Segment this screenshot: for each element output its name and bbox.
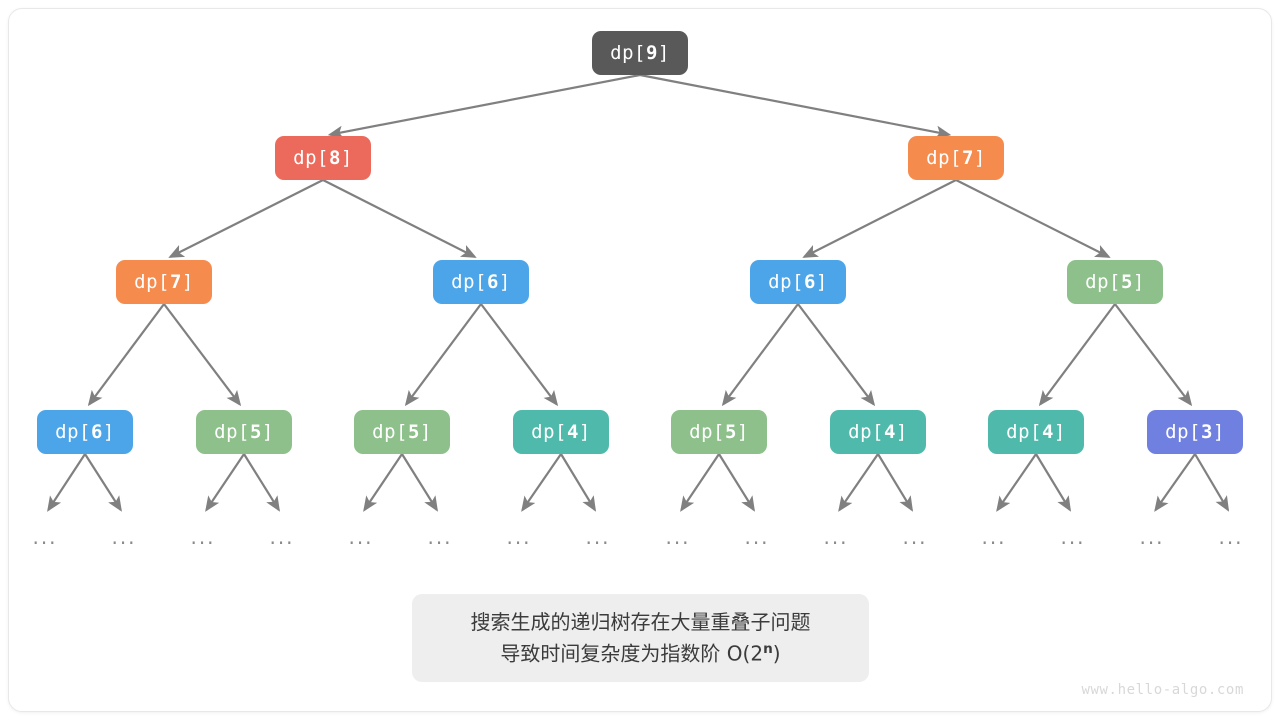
ellipsis-marker: ... [665, 525, 691, 549]
ellipsis-marker: ... [190, 525, 216, 549]
node-label-suffix: ] [181, 271, 194, 293]
node-label-prefix: dp[ [1165, 421, 1201, 443]
node-label-suffix: ] [1132, 271, 1145, 293]
tree-node-dp-8: dp[8] [275, 136, 371, 180]
node-label-suffix: ] [1212, 421, 1225, 443]
tree-node-dp-5: dp[5] [196, 410, 292, 454]
tree-node-dp-4: dp[4] [513, 410, 609, 454]
node-label-prefix: dp[ [848, 421, 884, 443]
ellipsis-marker: ... [1218, 525, 1244, 549]
node-label-prefix: dp[ [768, 271, 804, 293]
node-label-suffix: ] [657, 42, 670, 64]
node-label-suffix: ] [498, 271, 511, 293]
ellipsis-marker: ... [269, 525, 295, 549]
tree-node-dp-6: dp[6] [37, 410, 133, 454]
node-index-value: 4 [883, 421, 896, 443]
ellipsis-marker: ... [427, 525, 453, 549]
caption-line-2-prefix: 导致时间复杂度为指数阶 O(2 [500, 641, 764, 666]
tree-node-dp-6: dp[6] [750, 260, 846, 304]
node-index-value: 6 [90, 421, 103, 443]
node-label-prefix: dp[ [214, 421, 250, 443]
tree-node-dp-9: dp[9] [592, 31, 688, 75]
node-index-value: 4 [1041, 421, 1054, 443]
tree-node-dp-6: dp[6] [433, 260, 529, 304]
caption-line-2-suffix: ) [772, 641, 781, 666]
tree-node-dp-7: dp[7] [116, 260, 212, 304]
ellipsis-marker: ... [585, 525, 611, 549]
node-label-suffix: ] [973, 147, 986, 169]
node-index-value: 3 [1200, 421, 1213, 443]
ellipsis-marker: ... [1060, 525, 1086, 549]
node-index-value: 5 [249, 421, 262, 443]
watermark: www.hello-algo.com [1081, 682, 1244, 698]
tree-node-dp-5: dp[5] [1067, 260, 1163, 304]
node-label-prefix: dp[ [293, 147, 329, 169]
tree-node-dp-5: dp[5] [354, 410, 450, 454]
tree-node-dp-3: dp[3] [1147, 410, 1243, 454]
ellipsis-marker: ... [111, 525, 137, 549]
node-index-value: 6 [803, 271, 816, 293]
tree-node-dp-7: dp[7] [908, 136, 1004, 180]
node-index-value: 7 [169, 271, 182, 293]
caption-box: 搜索生成的递归树存在大量重叠子问题 导致时间复杂度为指数阶 O(2n) [412, 594, 869, 682]
node-label-prefix: dp[ [689, 421, 725, 443]
tree-node-dp-4: dp[4] [988, 410, 1084, 454]
node-label-suffix: ] [1053, 421, 1066, 443]
node-label-prefix: dp[ [55, 421, 91, 443]
node-label-suffix: ] [895, 421, 908, 443]
node-label-suffix: ] [736, 421, 749, 443]
ellipsis-marker: ... [981, 525, 1007, 549]
node-label-prefix: dp[ [1085, 271, 1121, 293]
node-label-suffix: ] [419, 421, 432, 443]
caption-line-2: 导致时间复杂度为指数阶 O(2n) [500, 641, 780, 667]
ellipsis-marker: ... [823, 525, 849, 549]
ellipsis-marker: ... [506, 525, 532, 549]
node-label-suffix: ] [261, 421, 274, 443]
node-index-value: 8 [328, 147, 341, 169]
node-index-value: 6 [486, 271, 499, 293]
node-label-prefix: dp[ [372, 421, 408, 443]
node-index-value: 4 [566, 421, 579, 443]
node-label-prefix: dp[ [134, 271, 170, 293]
node-index-value: 5 [1120, 271, 1133, 293]
ellipsis-marker: ... [1139, 525, 1165, 549]
tree-node-dp-4: dp[4] [830, 410, 926, 454]
node-label-suffix: ] [578, 421, 591, 443]
node-index-value: 9 [645, 42, 658, 64]
node-index-value: 5 [407, 421, 420, 443]
node-label-suffix: ] [102, 421, 115, 443]
node-label-prefix: dp[ [926, 147, 962, 169]
ellipsis-marker: ... [348, 525, 374, 549]
tree-node-dp-5: dp[5] [671, 410, 767, 454]
node-label-prefix: dp[ [531, 421, 567, 443]
ellipsis-marker: ... [32, 525, 58, 549]
node-label-suffix: ] [815, 271, 828, 293]
node-index-value: 7 [961, 147, 974, 169]
caption-line-1: 搜索生成的递归树存在大量重叠子问题 [470, 609, 811, 634]
node-label-prefix: dp[ [451, 271, 487, 293]
node-label-prefix: dp[ [610, 42, 646, 64]
caption-exponent: n [763, 640, 773, 657]
ellipsis-marker: ... [902, 525, 928, 549]
node-index-value: 5 [724, 421, 737, 443]
node-label-prefix: dp[ [1006, 421, 1042, 443]
ellipsis-marker: ... [744, 525, 770, 549]
node-label-suffix: ] [340, 147, 353, 169]
